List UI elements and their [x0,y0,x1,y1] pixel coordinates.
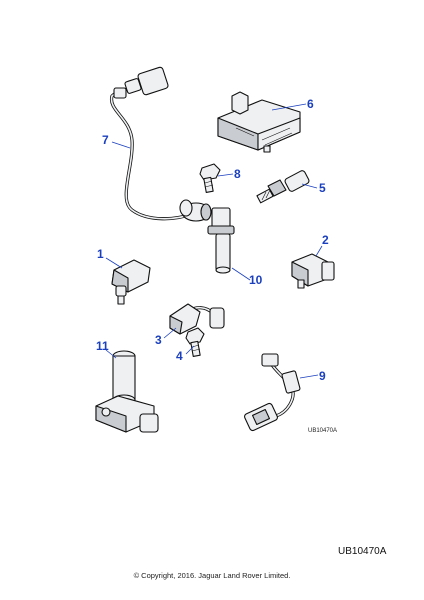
part-5-temperature-sensor [256,170,310,204]
part-8-bolt [199,163,221,193]
callout-11: 11 [96,339,109,353]
callout-10: 10 [249,273,263,287]
part-7-knock-sensor-harness [110,66,212,222]
callout-8: 8 [234,167,241,181]
callout-7: 7 [102,133,109,147]
leader-11 [105,349,117,359]
part-9-wiring-harness [244,353,301,432]
leader-10 [231,267,251,281]
part-1-sensor [111,259,151,305]
callout-1: 1 [97,247,104,261]
callout-9: 9 [319,369,326,383]
leader-2 [315,245,323,257]
leader-8 [217,173,234,177]
drawing-reference-code: UB10470A [338,546,387,557]
callout-2: 2 [322,233,329,247]
part-2-pressure-sensor [291,253,335,289]
leader-6 [271,103,307,111]
leader-3 [163,327,177,339]
callout-4: 4 [176,349,183,363]
callout-6: 6 [307,97,314,111]
part-6-control-module [217,91,301,153]
leader-1 [105,257,123,269]
drawing-code-small: UB10470A [308,428,338,434]
part-10-position-sensor [207,207,235,274]
callout-3: 3 [155,333,162,347]
leader-5 [301,183,318,189]
callout-5: 5 [319,181,326,195]
leader-7 [111,141,131,149]
part-3-sensor [169,303,225,335]
part-4-bolt [185,327,205,357]
part-11-oil-level-sensor [95,350,159,433]
leader-4 [185,345,195,355]
leader-9 [299,374,319,379]
copyright-notice: © Copyright, 2016. Jaguar Land Rover Lim… [133,571,291,580]
